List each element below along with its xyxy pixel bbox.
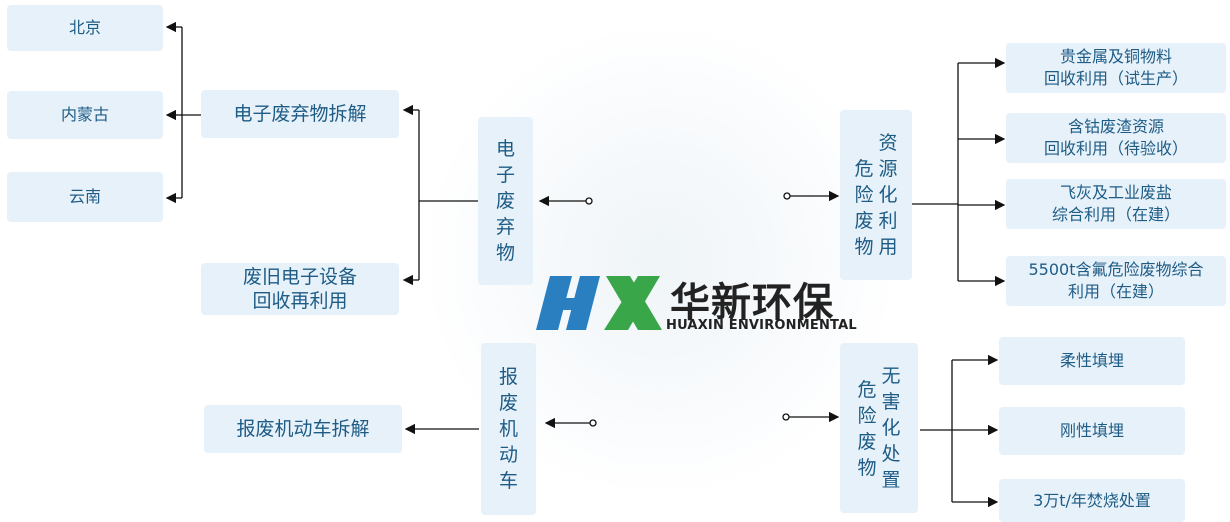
rigid-landfill-box: 刚性填埋 (999, 407, 1185, 455)
incineration-box: 3万t/年焚烧处置 (999, 479, 1185, 522)
logo-english-name: HUAXIN ENVIRONMENTAL (666, 318, 857, 333)
vehicle-dismantle-box: 报废机动车拆解 (204, 405, 402, 453)
resource-hazardous-waste-box: 危险废物 资源化利用 (840, 110, 912, 280)
old-equipment-recycle-box: 废旧电子设备回收再利用 (201, 263, 399, 315)
hx-logo-mark (536, 276, 662, 330)
region-yunnan: 云南 (7, 172, 163, 222)
harmless-hazardous-waste-box: 危险废物 无害化处置 (840, 343, 918, 513)
precious-metal-recycle-box: 贵金属及铜物料回收利用（试生产） (1006, 43, 1226, 93)
flexible-landfill-box: 柔性填埋 (999, 337, 1185, 385)
logo-chinese-name: 华新环保 (670, 280, 834, 326)
region-inner-mongolia: 内蒙古 (7, 91, 163, 139)
cobalt-residue-recycle-box: 含钴废渣资源回收利用（待验收） (1006, 113, 1226, 163)
fly-ash-salt-box: 飞灰及工业废盐综合利用（在建） (1006, 179, 1226, 229)
fluorine-waste-box: 5500t含氟危险废物综合利用（在建） (1006, 256, 1226, 306)
ewaste-box: 电子废弃物 (478, 117, 533, 285)
huaxin-logo: 华新环保 HUAXIN ENVIRONMENTAL (534, 268, 857, 338)
ewaste-dismantle-box: 电子废弃物拆解 (201, 90, 399, 138)
scrapped-vehicle-box: 报废机动车 (481, 343, 536, 515)
region-beijing: 北京 (7, 5, 163, 51)
